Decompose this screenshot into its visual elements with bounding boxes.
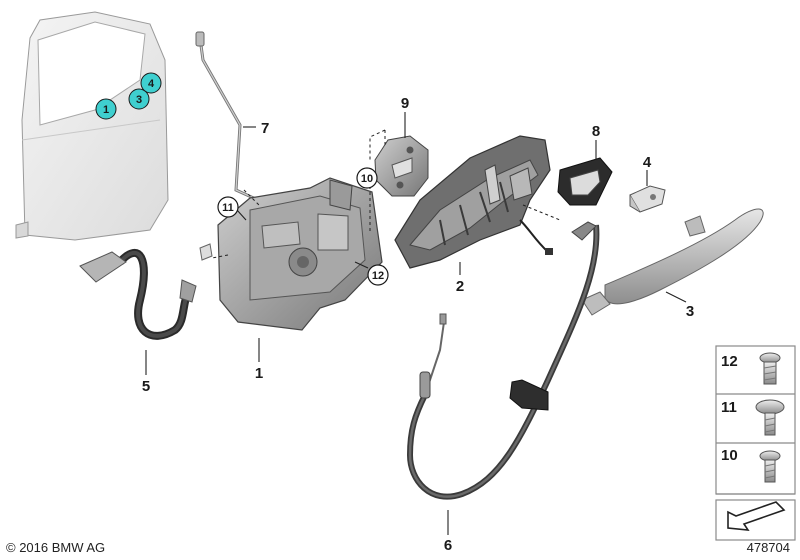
label-part-7: 7 [261, 120, 269, 137]
assembly-lines [211, 129, 561, 259]
door-badge-3: 3 [128, 88, 150, 110]
circled-label-10: 10 [356, 167, 378, 189]
label-part-9: 9 [401, 95, 409, 112]
label-part-8: 8 [592, 123, 600, 140]
label-part-2: 2 [456, 278, 464, 295]
image-number: 478704 [747, 540, 790, 555]
leader-lines [145, 112, 687, 535]
legend-item-10: 10 [721, 447, 781, 483]
striker-part-9 [374, 135, 429, 197]
operating-rod-part-7 [195, 31, 259, 202]
copyright-text: © 2016 BMW AG [6, 540, 105, 555]
label-part-6: 6 [444, 537, 452, 554]
svg-text:11: 11 [721, 399, 737, 416]
direction-arrow-box [715, 499, 796, 541]
circled-label-12: 12 [367, 264, 389, 286]
door-panel [15, 11, 169, 241]
svg-text:10: 10 [721, 447, 738, 464]
label-part-1: 1 [255, 365, 263, 382]
handle-carrier-part-2 [394, 135, 553, 269]
screw-legend: 12 11 10 [715, 345, 796, 495]
door-lock-part-1 [217, 177, 383, 331]
svg-text:12: 12 [721, 353, 738, 370]
svg-text:10: 10 [361, 173, 373, 185]
svg-text:11: 11 [222, 202, 234, 214]
circled-label-11: 11 [217, 196, 239, 218]
svg-text:3: 3 [136, 94, 142, 106]
bowden-cable-part-6 [406, 221, 600, 500]
legend-item-11: 11 [721, 399, 785, 436]
gasket-part-8 [557, 157, 613, 206]
arrow-icon [727, 501, 786, 531]
legend-item-12: 12 [721, 352, 781, 385]
door-badge-4: 4 [140, 72, 162, 94]
svg-text:4: 4 [148, 78, 155, 90]
door-badge-1: 1 [95, 98, 117, 120]
bracket-part-4 [629, 185, 666, 213]
svg-text:1: 1 [103, 104, 109, 116]
wiring-harness-part-5 [79, 243, 213, 340]
label-part-4: 4 [643, 154, 652, 171]
svg-text:12: 12 [372, 270, 384, 282]
label-part-5: 5 [142, 378, 150, 395]
label-part-3: 3 [686, 303, 694, 320]
outer-handle-part-3 [581, 208, 764, 316]
